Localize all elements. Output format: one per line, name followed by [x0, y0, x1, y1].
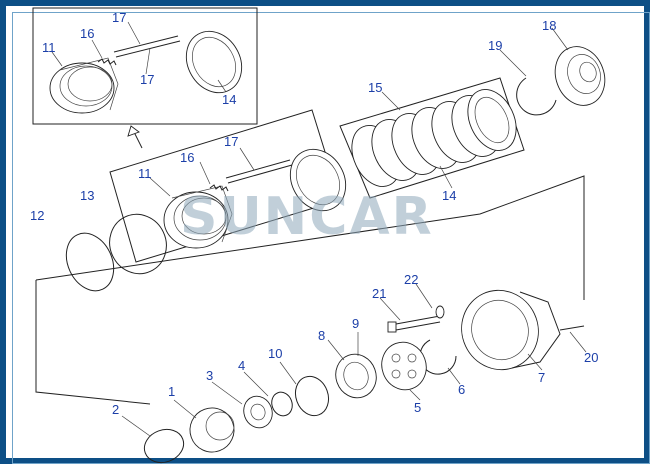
part-19-snap-ring — [516, 77, 557, 116]
callout-11-inset: 11 — [42, 40, 56, 55]
part-12-seal-ring — [65, 232, 115, 292]
callout-9: 9 — [352, 316, 359, 331]
part-2-ring — [143, 428, 185, 464]
part-4-ring — [271, 391, 293, 417]
part-5-carrier — [381, 341, 427, 391]
inset-detail-box — [32, 7, 258, 125]
callout-5: 5 — [414, 400, 421, 415]
part-14-end-plate — [289, 148, 347, 212]
part-7-housing — [461, 289, 561, 371]
watermark: SUNCAR — [180, 187, 434, 247]
callout-17-inset-bottom: 17 — [140, 72, 154, 87]
part-16-spring — [209, 184, 229, 192]
part-6-snap-ring — [419, 339, 457, 375]
callout-3: 3 — [206, 368, 213, 383]
callout-11-main: 11 — [138, 166, 152, 181]
part-18-ring-gear — [554, 46, 606, 106]
part-21-bolt — [387, 315, 441, 333]
callout-15: 15 — [368, 80, 382, 95]
callout-16-main: 16 — [180, 150, 194, 165]
callout-1: 1 — [168, 384, 175, 399]
callout-20: 20 — [584, 350, 598, 365]
assembly-bracket-top — [35, 175, 585, 300]
part-3-bearing — [243, 395, 273, 429]
inset-plate-14 — [185, 30, 243, 94]
leader-lines — [51, 21, 587, 437]
callout-22: 22 — [404, 272, 418, 287]
part-22-washer — [435, 305, 445, 319]
callout-6: 6 — [458, 382, 465, 397]
callout-14-main: 14 — [442, 188, 456, 203]
inset-spring-16 — [97, 58, 117, 66]
inset-part-11-piston — [49, 57, 119, 114]
part-8-bearing — [335, 353, 377, 399]
clutch-pack-outline — [339, 77, 525, 199]
part-17-pin — [225, 159, 293, 184]
callout-8: 8 — [318, 328, 325, 343]
callout-12: 12 — [30, 208, 44, 223]
inset-pin-17 — [113, 35, 181, 58]
part-10-snap-ring — [294, 375, 330, 417]
callout-7: 7 — [538, 370, 545, 385]
callout-2: 2 — [112, 402, 119, 417]
callout-16-inset: 16 — [80, 26, 94, 41]
part-20-pin — [559, 325, 585, 331]
callout-10: 10 — [268, 346, 282, 361]
callout-13: 13 — [80, 188, 94, 203]
part-11-piston — [163, 185, 233, 249]
callout-4: 4 — [238, 358, 245, 373]
callout-18: 18 — [542, 18, 556, 33]
part-1-gear — [189, 407, 235, 453]
part-15-clutch-disc-pack — [351, 89, 517, 187]
callout-17-inset-top: 17 — [112, 10, 126, 25]
callout-14-inset: 14 — [222, 92, 236, 107]
callout-17-main: 17 — [224, 134, 238, 149]
assembly-bracket-left — [35, 280, 151, 405]
callout-21: 21 — [372, 286, 386, 301]
part-13-seal-ring — [109, 213, 167, 275]
callout-19: 19 — [488, 38, 502, 53]
detail-arrow — [127, 125, 143, 149]
